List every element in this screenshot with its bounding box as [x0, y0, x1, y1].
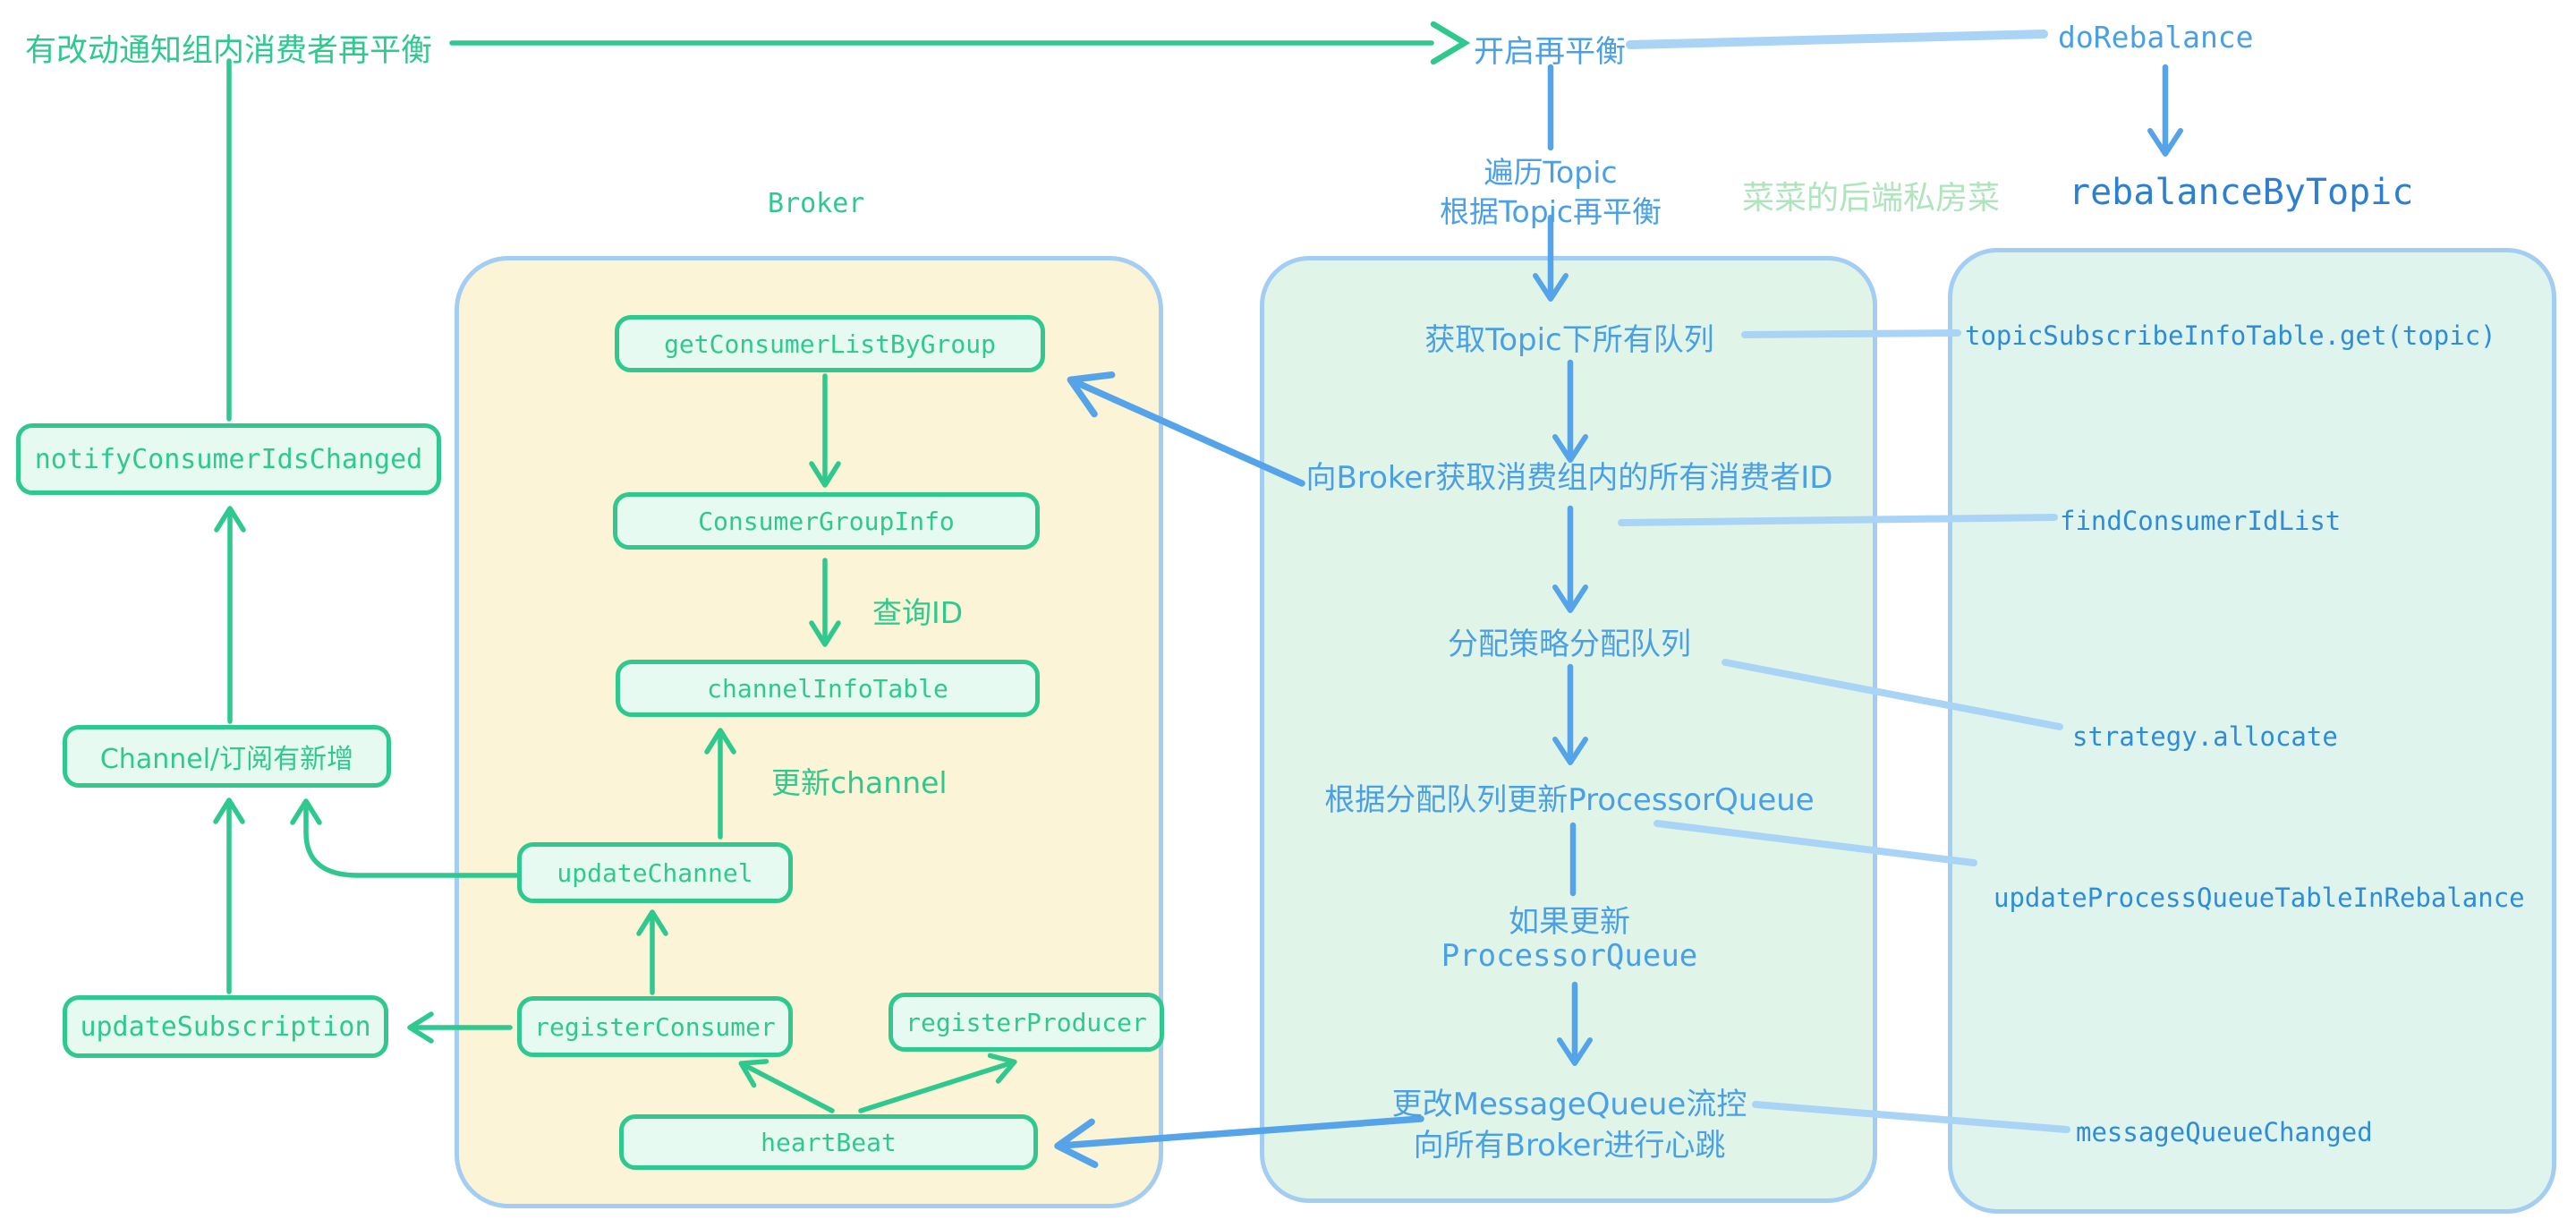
broker-panel: [455, 256, 1163, 1208]
api-update-process-queue-table: updateProcessQueueTableInRebalance: [1994, 883, 2525, 913]
watermark-text: 菜菜的后端私房菜: [1742, 180, 2001, 217]
query-id-label: 查询ID: [872, 595, 964, 630]
flow-step-update-processor-queue: 根据分配队列更新ProcessorQueue: [1324, 782, 1815, 818]
node-notify-consumer-ids-changed: notifyConsumerIdsChanged: [16, 423, 441, 495]
notify-rebalance-label: 有改动通知组内消费者再平衡: [25, 33, 433, 69]
flow-step-if-update-line2: ProcessorQueue: [1441, 938, 1698, 974]
flow-step-flowcontrol-line1: 更改MessageQueue流控: [1391, 1087, 1747, 1122]
flow-step-get-consumer-ids: 向Broker获取消费组内的所有消费者ID: [1305, 460, 1833, 496]
flow-step-get-queues: 获取Topic下所有队列: [1424, 322, 1714, 358]
node-register-consumer: registerConsumer: [517, 996, 793, 1057]
node-update-channel: updateChannel: [517, 842, 793, 903]
api-method-panel: [1948, 248, 2556, 1214]
flow-step-if-update-line1: 如果更新: [1509, 904, 1630, 940]
broker-panel-title: Broker: [768, 188, 865, 219]
start-rebalance-label: 开启再平衡: [1474, 34, 1626, 70]
rebalance-flow-panel: [1260, 256, 1877, 1203]
rebalance-by-topic-label: rebalanceByTopic: [2069, 172, 2414, 213]
update-channel-note: 更新channel: [771, 765, 948, 800]
node-register-producer: registerProducer: [888, 993, 1164, 1052]
node-update-subscription: updateSubscription: [63, 995, 388, 1058]
iterate-topic-line1: 遍历Topic: [1484, 155, 1618, 190]
api-strategy-allocate: strategy.allocate: [2072, 721, 2338, 752]
node-get-consumer-list-by-group: getConsumerListByGroup: [615, 315, 1045, 372]
iterate-topic-line2: 根据Topic再平衡: [1440, 194, 1662, 229]
node-heart-beat: heartBeat: [619, 1114, 1038, 1170]
api-message-queue-changed: messageQueueChanged: [2076, 1117, 2373, 1147]
node-channel-info-table: channelInfoTable: [616, 660, 1040, 717]
node-channel-subscription-new: Channel/订阅有新增: [63, 725, 391, 788]
api-find-consumer-id-list: findConsumerIdList: [2060, 506, 2342, 536]
do-rebalance-label: doRebalance: [2058, 20, 2254, 55]
api-topic-subscribe-info: topicSubscribeInfoTable.get(topic): [1965, 320, 2496, 351]
flow-step-heartbeat-line2: 向所有Broker进行心跳: [1413, 1128, 1726, 1164]
flow-step-allocate-strategy: 分配策略分配队列: [1448, 627, 1691, 662]
node-consumer-group-info: ConsumerGroupInfo: [613, 492, 1040, 550]
